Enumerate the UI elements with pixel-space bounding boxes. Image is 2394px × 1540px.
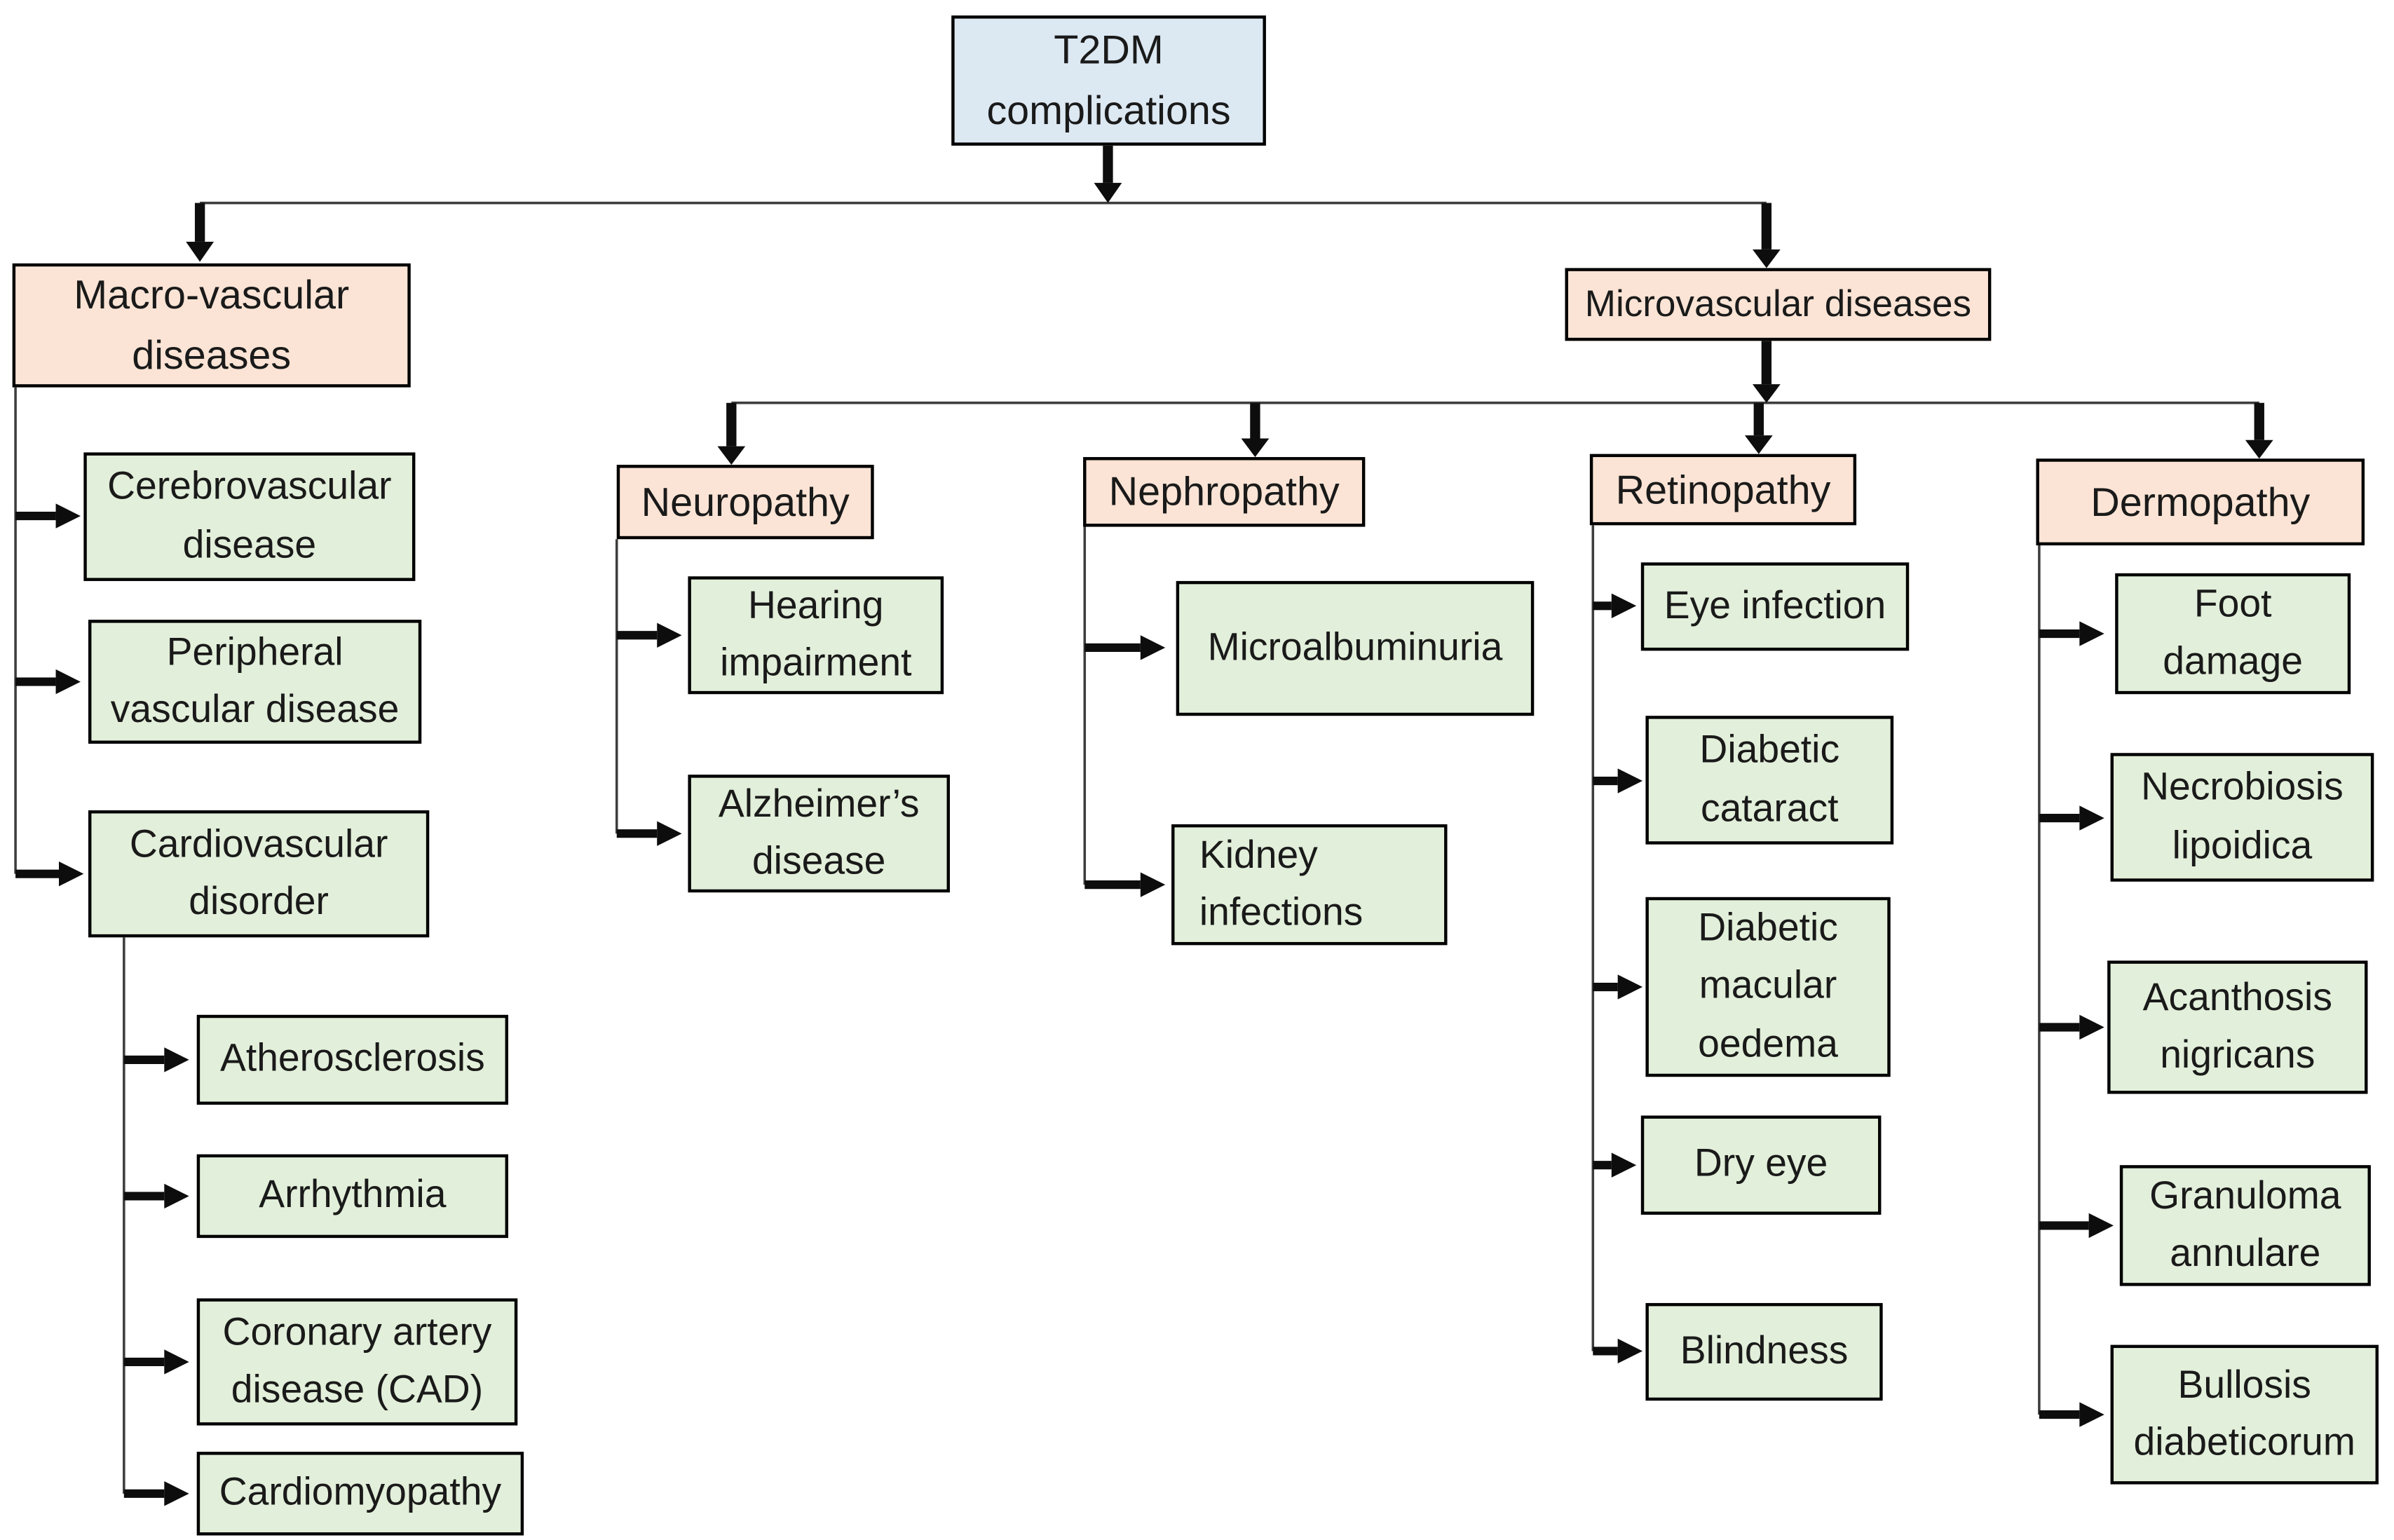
node-microvascular-diseases: Microvascular diseases [1565, 268, 1992, 341]
node-microalbuminuria: Microalbuminuria [1176, 580, 1535, 716]
node-acanthosis-nigricans: Acanthosis nigricans [2107, 960, 2368, 1094]
node-cardiovascular-disorder: Cardiovascular disorder [88, 810, 430, 938]
arrow-into-neuropathy [717, 402, 746, 465]
arrow-to-macular [1593, 974, 1643, 1000]
node-retinopathy: Retinopathy [1589, 454, 1857, 526]
arrow-micro-to-level2 [1752, 341, 1781, 403]
arrow-to-bullosis [2039, 1402, 2104, 1427]
arrow-into-dermopathy [2245, 402, 2273, 459]
node-foot-damage: Foot damage [2115, 573, 2351, 695]
node-diabetic-cataract: Diabetic cataract [1645, 716, 1894, 845]
node-arrhythmia: Arrhythmia [196, 1154, 509, 1239]
node-cerebrovascular-disease: Cerebrovascular disease [83, 452, 416, 581]
node-cardiomyopathy: Cardiomyopathy [196, 1452, 524, 1536]
node-dry-eye: Dry eye [1640, 1115, 1882, 1215]
arrow-to-blindness [1593, 1338, 1643, 1364]
node-blindness: Blindness [1645, 1302, 1883, 1401]
arrow-to-microalbuminuria [1084, 635, 1166, 660]
arrow-to-arrhythmia [123, 1183, 189, 1209]
node-kidney-infections: Kidney infections [1171, 824, 1448, 946]
node-bullosis-diabeticorum: Bullosis diabeticorum [2110, 1344, 2379, 1485]
node-nephropathy: Nephropathy [1083, 457, 1366, 527]
arrow-to-necrobiosis [2039, 805, 2104, 831]
arrow-to-granuloma [2039, 1213, 2114, 1239]
node-granuloma-annulare: Granuloma annulare [2119, 1165, 2371, 1286]
node-necrobiosis-lipoidica: Necrobiosis lipoidica [2110, 753, 2374, 882]
arrow-to-cardiomyopathy [123, 1481, 189, 1506]
node-neuropathy: Neuropathy [616, 465, 874, 540]
arrow-to-cad [123, 1349, 189, 1375]
node-diabetic-macular-oedema: Diabetic macular oedema [1645, 897, 1891, 1077]
arrow-to-dry-eye [1593, 1152, 1637, 1178]
arrow-to-kidney [1084, 872, 1166, 897]
arrow-to-cerebrovascular [15, 503, 81, 529]
arrow-to-cardiovascular [15, 861, 84, 887]
node-t2dm-complications: T2DM complications [951, 15, 1266, 146]
node-alzheimers-disease: Alzheimer’s disease [688, 775, 950, 893]
arrow-into-nephropathy [1241, 402, 1270, 458]
node-peripheral-vascular-disease: Peripheral vascular disease [88, 620, 422, 744]
arrow-to-cataract [1593, 768, 1643, 793]
node-coronary-artery-disease: Coronary artery disease (CAD) [196, 1298, 518, 1426]
arrow-root-down [1094, 145, 1122, 203]
node-eye-infection: Eye infection [1640, 562, 1910, 651]
arrow-into-micro [1752, 203, 1781, 268]
arrow-into-retinopathy [1744, 402, 1773, 454]
arrow-to-eye-infection [1593, 593, 1637, 618]
node-atherosclerosis: Atherosclerosis [196, 1014, 509, 1105]
node-macrovascular-diseases: Macro-vascular diseases [12, 263, 411, 388]
arrow-to-alzheimers [616, 821, 682, 846]
arrow-to-peripheral [15, 669, 81, 695]
node-dermopathy: Dermopathy [2036, 458, 2365, 546]
arrow-to-atherosclerosis [123, 1047, 189, 1072]
node-hearing-impairment: Hearing impairment [688, 576, 944, 695]
arrow-to-foot [2039, 621, 2104, 646]
arrow-into-macro [186, 203, 215, 262]
arrow-to-hearing [616, 622, 682, 648]
arrow-to-acanthosis [2039, 1014, 2104, 1040]
